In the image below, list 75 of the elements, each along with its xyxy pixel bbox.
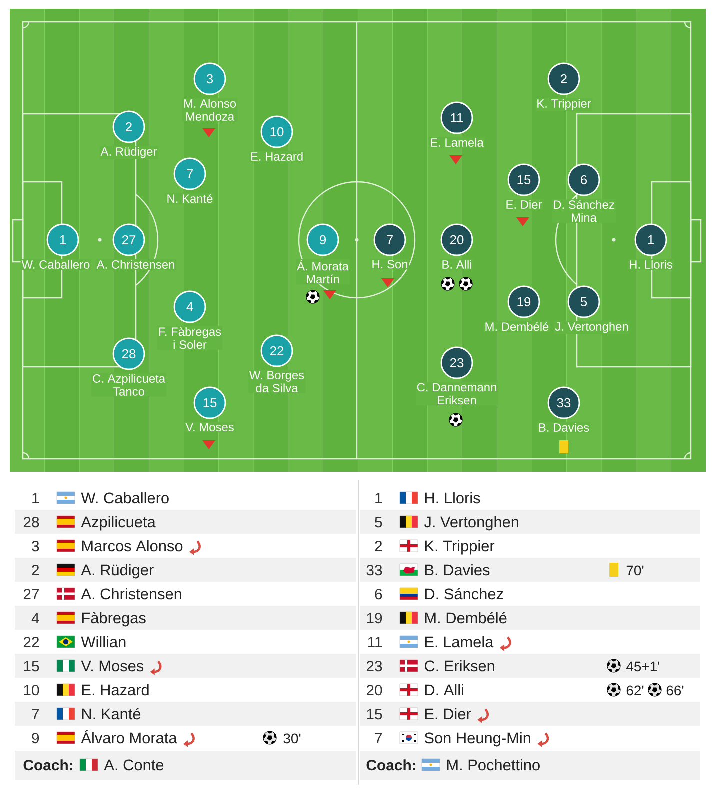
minute-label: 66' [666, 686, 684, 696]
player-name: W. Borges da Silva [248, 370, 306, 394]
player-name: A. Christensen [81, 588, 182, 600]
player-name: Azpilicueta [81, 516, 156, 531]
player-name: W. Caballero [81, 492, 169, 504]
player-name: H. Son [370, 259, 410, 270]
shirt-number: 10 [24, 685, 40, 696]
shirt-number: 2 [375, 541, 382, 552]
player-name: D. Sánchez [425, 588, 504, 600]
player-name: M. Dembélé [484, 321, 550, 332]
player-name: E. Dier [425, 708, 472, 720]
coach-label: Coach: [24, 760, 72, 771]
player-name: E. Hazard [249, 151, 305, 162]
player-name: A. Christensen [96, 259, 176, 270]
player-name: H. Lloris [425, 492, 480, 504]
player-name: K. Trippier [425, 540, 495, 555]
shirt-number: 33 [366, 565, 382, 576]
player-name: F. Fàbregas i Soler [157, 326, 223, 350]
player-name: M. Dembélé [425, 612, 507, 624]
player-name: H. Lloris [628, 259, 674, 270]
player-name: E. Lamela [429, 137, 485, 148]
player-name: N. Kanté [166, 193, 214, 204]
shirt-number: 11 [368, 637, 382, 648]
minute-label: 70' [626, 566, 644, 576]
player-name: Willian [81, 636, 126, 648]
shirt-number: 9 [32, 733, 40, 744]
player-name: Á. Morata Martín [296, 259, 350, 285]
coach-name: M. Pochettino [447, 759, 540, 771]
player-name: Son Heung-Min [424, 732, 530, 747]
player-name: V. Moses [184, 422, 236, 433]
shirt-number: 1 [376, 493, 382, 504]
minute-label: 45+1' [626, 662, 660, 672]
player-name: Álvaro Morata [81, 730, 178, 744]
player-name: J. Vertonghen [554, 321, 630, 334]
shirt-number: 3 [32, 541, 40, 552]
player-name: J. Vertonghen [424, 516, 518, 531]
minute-label: 30' [284, 734, 301, 744]
player-name: B. Davies [425, 564, 490, 576]
player-name: A. Rüdiger [81, 564, 154, 579]
player-name: N. Kanté [82, 708, 141, 720]
shirt-number: 1 [32, 493, 40, 504]
shirt-number: 23 [366, 661, 382, 672]
shirt-number: 28 [24, 517, 40, 528]
player-name: D. Alli [425, 684, 464, 696]
shirt-number: 4 [32, 613, 40, 624]
shirt-number: 15 [24, 661, 40, 672]
shirt-number: 7 [32, 709, 40, 720]
shirt-number: 15 [367, 709, 382, 720]
player-name: Fàbregas [82, 612, 146, 627]
coach-label: Coach: [366, 760, 416, 771]
shirt-number: 19 [367, 613, 382, 624]
shirt-number: 22 [24, 637, 40, 648]
player-name: B. Davies [537, 422, 591, 433]
shirt-number: 2 [32, 565, 40, 576]
player-name: W. Caballero [20, 259, 92, 270]
shirt-number: 27 [24, 589, 40, 600]
player-name: M. Alonso Mendoza [182, 98, 238, 122]
player-name: C. Dannemann Eriksen [416, 382, 498, 406]
shirt-number: 5 [375, 517, 382, 528]
player-name: V. Moses [81, 660, 144, 672]
player-name: C. Eriksen [424, 660, 494, 672]
shirt-number: 7 [375, 733, 382, 744]
player-name: A. Rüdiger [100, 146, 158, 160]
coach-name: A. Conte [104, 760, 164, 771]
player-name: B. Alli [440, 259, 474, 270]
player-name: E. Lamela [425, 636, 494, 648]
shirt-number: 6 [375, 589, 382, 600]
player-name: E. Dier [504, 199, 544, 210]
player-name: Marcos Alonso [82, 540, 183, 552]
shirt-number: 20 [366, 685, 382, 696]
player-name: K. Trippier [536, 98, 592, 112]
player-name: E. Hazard [82, 684, 149, 696]
minute-label: 62' [626, 686, 644, 696]
player-name: D. Sánchez Mina [552, 199, 616, 224]
player-name: C. Azpilicueta Tanco [91, 373, 167, 397]
